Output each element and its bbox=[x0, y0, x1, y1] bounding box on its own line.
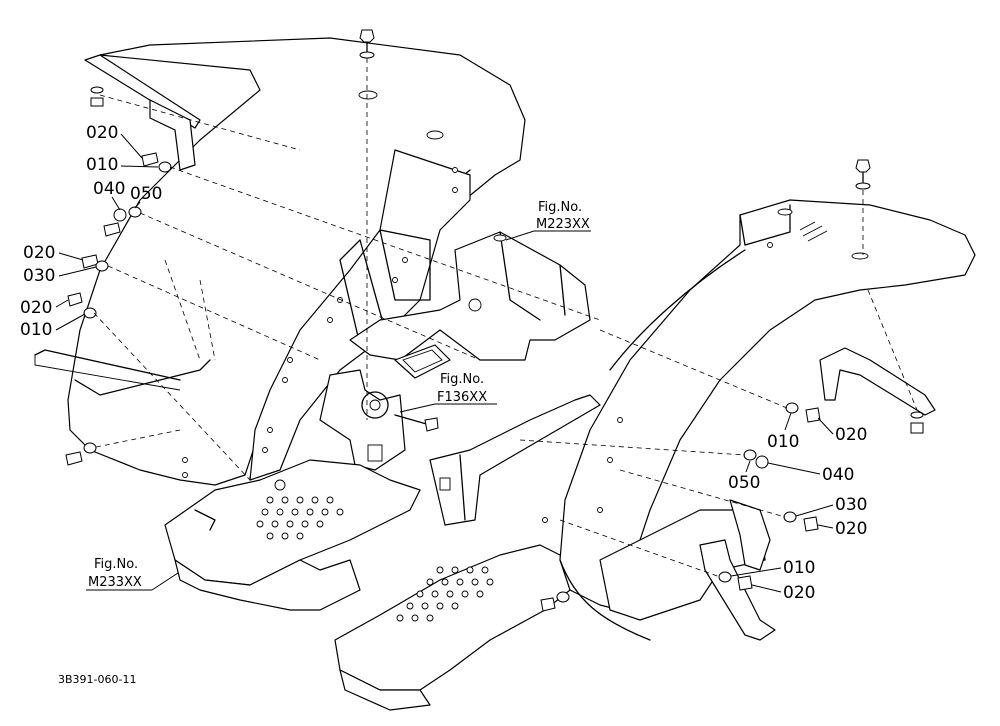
center-frame bbox=[349, 231, 601, 526]
figure-ref-m223: Fig.No. M223XX bbox=[505, 200, 591, 241]
figure-ref-m223-line1: Fig.No. bbox=[538, 200, 582, 215]
alignment-lines bbox=[93, 58, 918, 578]
callout-left-2: 010 bbox=[86, 155, 118, 175]
right-fender bbox=[542, 199, 976, 641]
callout-left-6: 030 bbox=[23, 266, 55, 286]
figure-ref-f136-line1: Fig.No. bbox=[440, 372, 484, 387]
figure-ref-m233-line2: M233XX bbox=[88, 575, 142, 590]
callouts-right: 010 020 040 050 030 020 010 020 bbox=[728, 412, 867, 603]
callout-left-3: 040 bbox=[93, 179, 125, 199]
pivot-bracket bbox=[319, 369, 431, 471]
callout-left-4: 050 bbox=[130, 184, 162, 204]
left-fender bbox=[34, 37, 526, 486]
figure-ref-m233-line1: Fig.No. bbox=[94, 557, 138, 572]
callout-right-8: 020 bbox=[783, 583, 815, 603]
figure-ref-m223-line2: M223XX bbox=[536, 217, 590, 232]
callout-right-1: 010 bbox=[767, 432, 799, 452]
callout-left-7: 020 bbox=[20, 298, 52, 318]
callout-left-8: 010 bbox=[20, 320, 52, 340]
callout-left-1: 020 bbox=[86, 123, 118, 143]
callout-left-5: 020 bbox=[23, 243, 55, 263]
callouts-left: 020 010 040 050 020 030 020 010 bbox=[20, 123, 162, 340]
figure-ref-f136: Fig.No. F136XX bbox=[399, 372, 497, 413]
callout-right-4: 050 bbox=[728, 473, 760, 493]
callout-right-6: 020 bbox=[835, 519, 867, 539]
floor-plates bbox=[164, 459, 571, 711]
callout-right-7: 010 bbox=[783, 558, 815, 578]
grating-holes-left bbox=[256, 479, 344, 540]
callout-right-2: 020 bbox=[835, 425, 867, 445]
hardware bbox=[65, 29, 924, 612]
figure-ref-f136-line2: F136XX bbox=[437, 390, 487, 405]
grating-holes-right bbox=[396, 566, 494, 622]
drawing-code: 3B391-060-11 bbox=[58, 673, 136, 686]
figure-ref-m233: Fig.No. M233XX bbox=[86, 557, 179, 591]
callout-right-5: 030 bbox=[835, 495, 867, 515]
callout-right-3: 040 bbox=[822, 465, 854, 485]
